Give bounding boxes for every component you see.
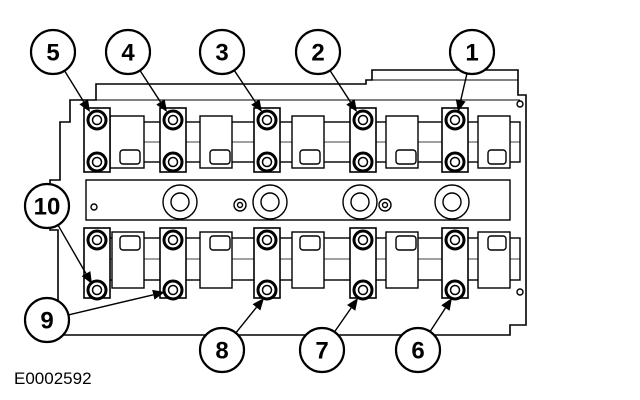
arrowhead (347, 298, 358, 311)
callout-number: 2 (311, 40, 324, 67)
arrowhead (152, 289, 165, 300)
bolt (162, 109, 184, 131)
arrowhead (455, 99, 466, 112)
bolt (444, 151, 466, 173)
callout-3: 3 (198, 28, 246, 76)
leader-line (235, 306, 258, 334)
bolt (444, 229, 466, 251)
callout-number: 9 (40, 308, 53, 335)
bolt (86, 109, 108, 131)
bolt (162, 279, 184, 301)
callout-7: 7 (298, 326, 346, 374)
leader-line (429, 307, 447, 332)
leader-line (460, 73, 468, 101)
arrowhead (346, 99, 357, 112)
callout-number: 1 (465, 40, 478, 67)
leader-line (233, 69, 256, 103)
bolt (256, 109, 278, 131)
arrowhead (441, 298, 452, 311)
bearing-cap-bolts (86, 109, 466, 301)
callout-number: 5 (46, 40, 59, 67)
bolt (352, 109, 374, 131)
bolt (162, 151, 184, 173)
callout-10: 10 (23, 182, 71, 230)
callouts: 1 2 3 4 5 6 7 8 9 10 (23, 28, 496, 374)
callout-9: 9 (23, 296, 71, 344)
arrowhead (251, 99, 262, 112)
callout-6: 6 (394, 326, 442, 374)
leader-line (63, 70, 85, 103)
callout-number: 6 (411, 338, 424, 365)
leader-line (329, 70, 352, 103)
bolt (444, 109, 466, 131)
bolt (162, 229, 184, 251)
arrowhead (252, 298, 264, 311)
callout-number: 7 (315, 338, 328, 365)
bolt (444, 279, 466, 301)
callout-number: 4 (121, 40, 135, 67)
bolt (256, 279, 278, 301)
arrowhead (156, 99, 167, 112)
callout-1: 1 (448, 28, 496, 76)
leader-line (333, 307, 352, 333)
leader-line (139, 70, 162, 103)
bolt (86, 229, 108, 251)
bolt (256, 229, 278, 251)
leader-line (57, 224, 87, 274)
bolt (352, 229, 374, 251)
callout-number: 10 (34, 194, 61, 221)
spark-plug-gallery (85, 100, 524, 296)
callout-5: 5 (29, 28, 77, 76)
callout-8: 8 (198, 326, 246, 374)
callout-number: 8 (215, 338, 228, 365)
callout-4: 4 (104, 28, 152, 76)
callout-number: 3 (215, 40, 228, 67)
bolt (86, 279, 108, 301)
leader-line (68, 294, 154, 316)
arrowhead (81, 271, 92, 284)
bolt (86, 151, 108, 173)
bolt (352, 151, 374, 173)
callout-leaders (57, 69, 468, 334)
arrowhead (79, 99, 90, 112)
callout-2: 2 (294, 28, 342, 76)
bolt (352, 279, 374, 301)
bolt (256, 151, 278, 173)
figure-reference-code: E0002592 (14, 369, 92, 388)
